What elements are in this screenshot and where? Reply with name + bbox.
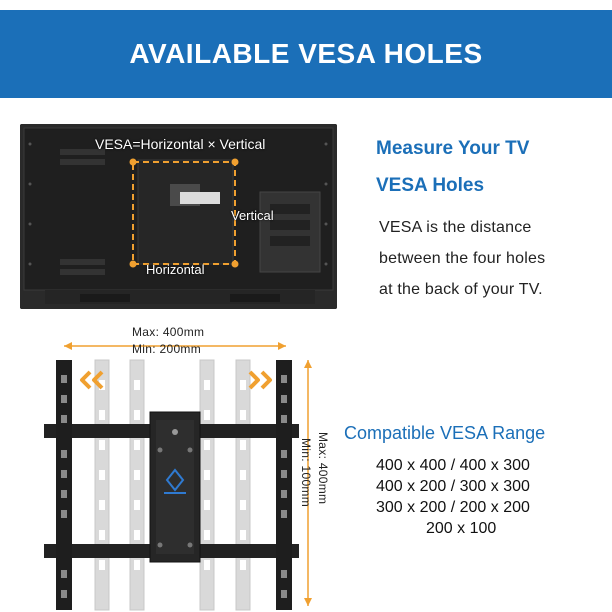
- tv-back-image: VESA=Horizontal × Vertical Vertical Hori…: [20, 124, 337, 309]
- horizontal-label: Horizontal: [146, 262, 205, 277]
- height-max-label: Max: 400mm: [316, 432, 330, 505]
- height-min-label: Min: 100mm: [299, 438, 313, 508]
- compatible-heading: Compatible VESA Range: [344, 423, 546, 443]
- measure-heading-line2: VESA Holes: [376, 175, 485, 196]
- tv-mount-drawing: [44, 342, 312, 611]
- vesa-range-row-4: 200 x 100: [426, 520, 497, 537]
- vesa-range-row-2: 400 x 200 / 300 x 300: [376, 478, 530, 495]
- width-max-label: Max: 400mm: [132, 325, 205, 339]
- vesa-range-row-1: 400 x 400 / 400 x 300: [376, 457, 530, 474]
- measure-desc-line2: between the four holes: [379, 250, 546, 267]
- vesa-formula-label: VESA=Horizontal × Vertical: [95, 136, 266, 152]
- mount-illustration: Max: 400mm Min: 200mm Max: 400mm Min: 10…: [0, 320, 340, 612]
- measure-desc-line3: at the back of your TV.: [379, 281, 543, 298]
- measure-desc-line1: VESA is the distance: [379, 219, 532, 236]
- width-min-label: Min: 200mm: [132, 342, 202, 356]
- vesa-range-row-3: 300 x 200 / 200 x 200: [376, 499, 530, 516]
- tv-back-illustration: [20, 124, 337, 309]
- measure-heading-line1: Measure Your TV: [376, 138, 530, 159]
- vertical-label: Vertical: [231, 208, 274, 223]
- banner-title: AVAILABLE VESA HOLES: [0, 10, 612, 98]
